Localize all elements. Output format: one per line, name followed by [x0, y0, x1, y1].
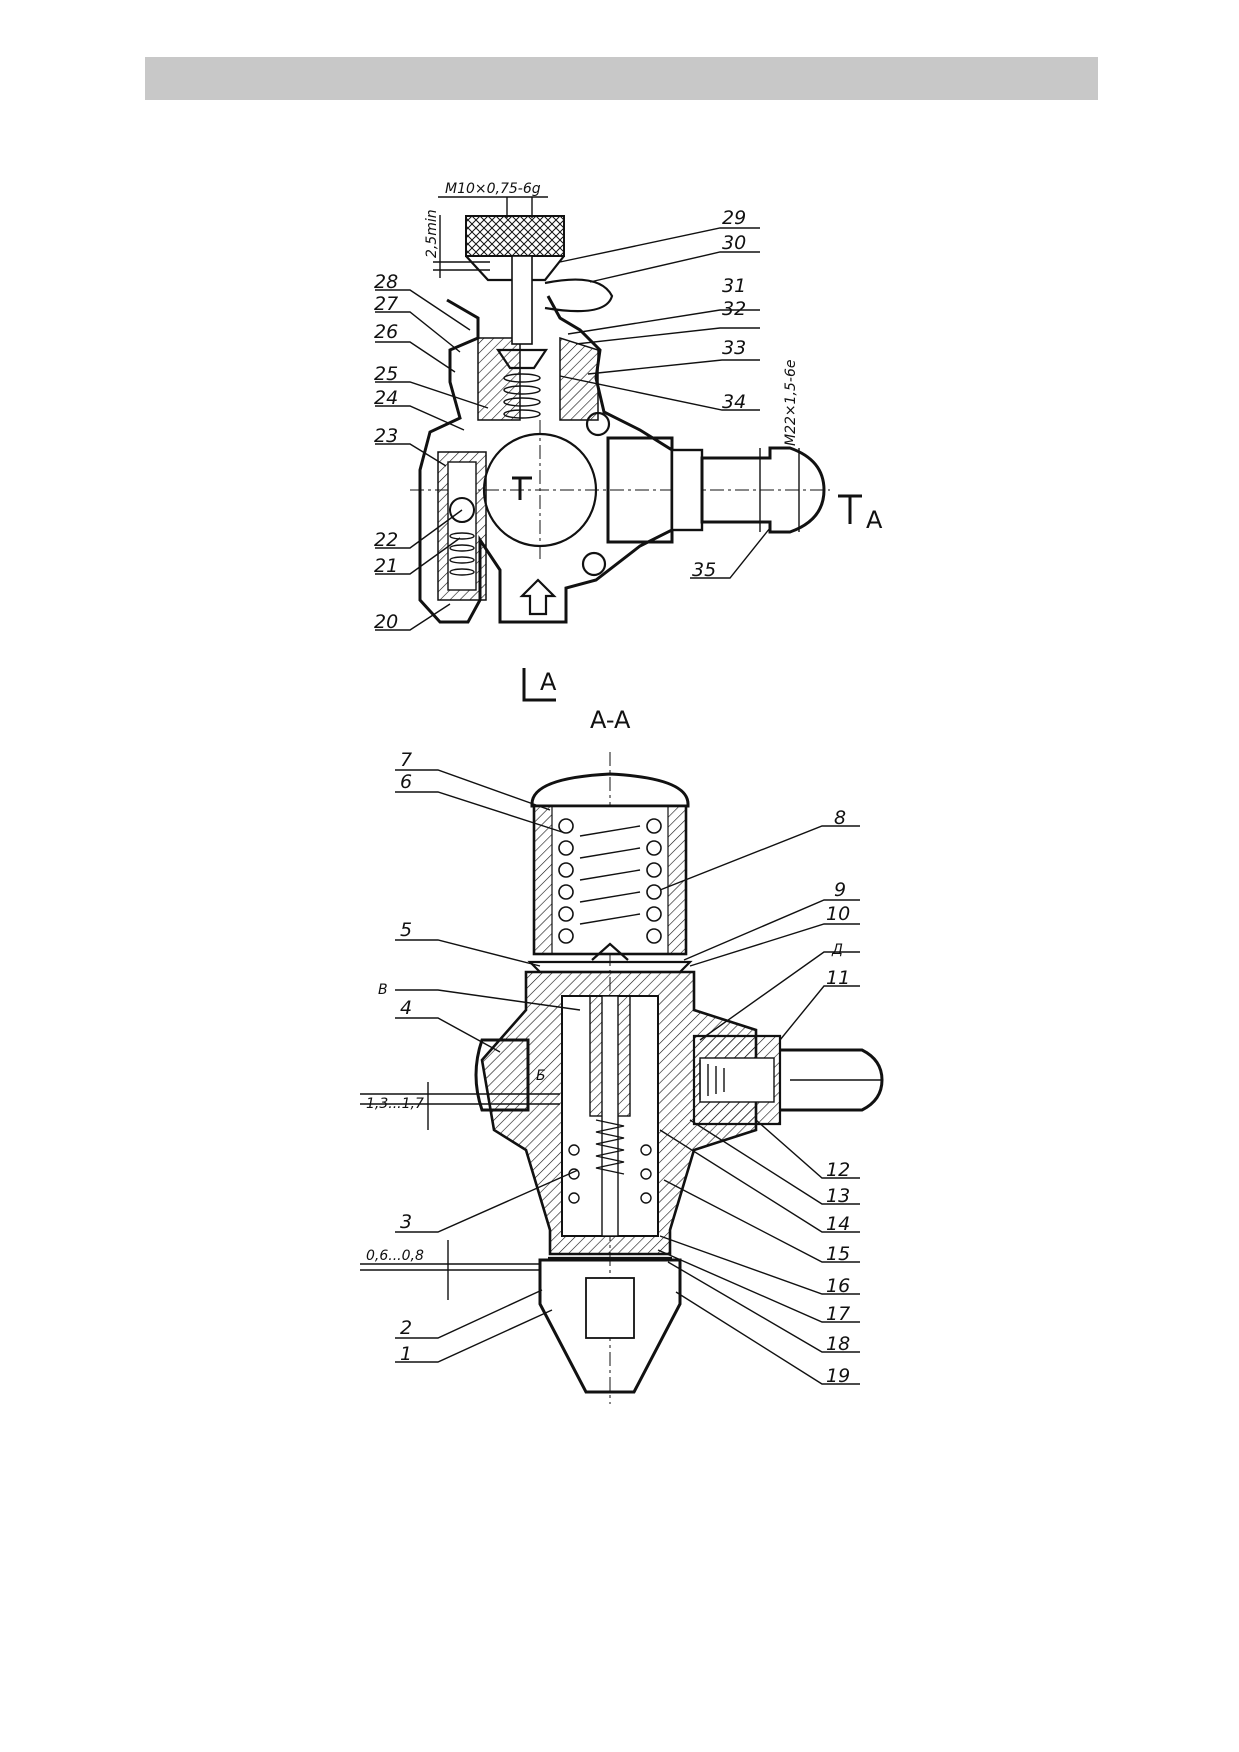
thread-side-label: M22×1,5-6e	[783, 360, 799, 446]
callout-31: 31	[722, 275, 746, 297]
callout-23: 23	[374, 425, 398, 447]
callout-33: 33	[722, 337, 746, 359]
section-view: A-A	[360, 706, 884, 1404]
callout-11: 11	[826, 967, 850, 989]
callout-6: 6	[400, 771, 412, 793]
callout-22: 22	[374, 529, 398, 551]
callout-21: 21	[374, 555, 398, 577]
callout-9: 9	[834, 879, 846, 901]
callout-15: 15	[826, 1243, 850, 1265]
top-view: M10×0,75-6g 2,5min	[374, 181, 883, 702]
section-mark-bottom: A	[540, 668, 557, 696]
section-mark-right: A	[866, 506, 883, 534]
dim-min-label: 2,5min	[424, 209, 440, 258]
callout-2: 2	[400, 1317, 412, 1339]
callout-24: 24	[374, 387, 398, 409]
callout-34: 34	[722, 391, 746, 413]
callout-18: 18	[826, 1333, 850, 1355]
section-title: A-A	[590, 706, 631, 734]
callout-32: 32	[722, 298, 746, 320]
callout-3: 3	[400, 1211, 412, 1233]
callout-13: 13	[826, 1185, 850, 1207]
callout-25: 25	[374, 363, 398, 385]
callout-19: 19	[826, 1365, 850, 1387]
callout-14: 14	[826, 1213, 850, 1235]
callout-1: 1	[400, 1343, 412, 1365]
callout-10: 10	[826, 903, 850, 925]
callout-16: 16	[826, 1275, 850, 1297]
letter-b: Б	[536, 1068, 546, 1084]
callout-7: 7	[400, 749, 412, 771]
dim-gap2: 0,6...0,8	[366, 1248, 424, 1264]
callout-27: 27	[374, 293, 398, 315]
callout-17: 17	[826, 1303, 850, 1325]
callout-26: 26	[374, 321, 398, 343]
callout-30: 30	[722, 232, 746, 254]
callout-12: 12	[826, 1159, 850, 1181]
letter-v: В	[378, 982, 388, 998]
callout-29: 29	[722, 207, 746, 229]
thread-top-label: M10×0,75-6g	[445, 181, 541, 197]
callout-8: 8	[834, 807, 846, 829]
callout-5: 5	[400, 919, 412, 941]
callout-20: 20	[374, 611, 398, 633]
letter-d: Д	[831, 942, 843, 958]
callout-35: 35	[692, 559, 716, 581]
callout-4: 4	[400, 997, 412, 1019]
header-bar	[145, 57, 1098, 100]
callout-28: 28	[374, 271, 398, 293]
